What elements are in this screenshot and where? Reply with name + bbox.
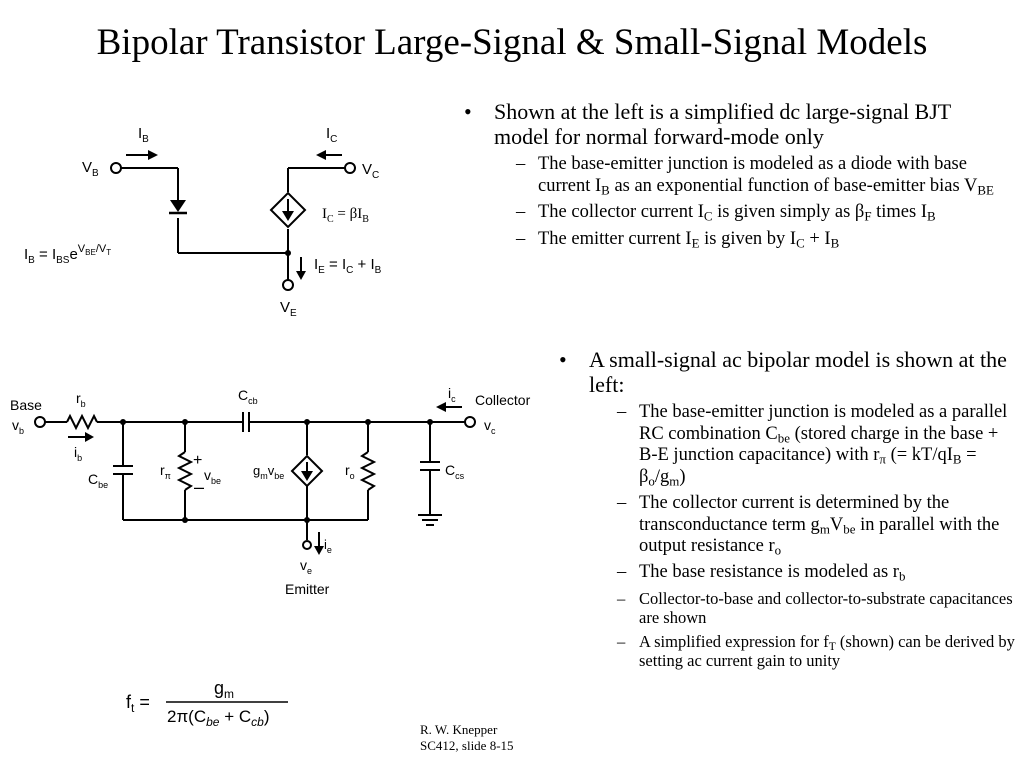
sub-bullet: A simplified expression for fT (shown) c… [617,632,1015,670]
ve-small-label: ve [300,557,312,576]
ic-small-label: ic [448,385,456,404]
ft-denominator: 2π(Cbe + Ccb) [167,707,270,729]
vb-small-label: vb [12,417,24,436]
ft-formula: ft = gm 2π(Cbe + Ccb) [126,678,288,729]
vc-label: VC [362,161,379,181]
bullet-block-ac: A small-signal ac bipolar model is shown… [559,347,1015,670]
slide-footer: R. W. Knepper SC412, slide 8-15 [420,722,514,755]
bullet-block-dc: Shown at the left is a simplified dc lar… [464,99,1010,251]
ie-small-label: ie [324,537,332,555]
rpi-label: rπ [160,462,171,481]
dc-large-signal-model-diagram: IB IC VB VC VE IC = βIB IE = IC + IB IB … [24,125,382,319]
cbe-label: Cbe [88,471,108,490]
ccs-label: Ccs [445,462,465,481]
sub-bullet: The collector current IC is given simply… [516,202,1010,224]
sub-bullet: The base resistance is modeled as rb [617,562,1015,584]
ib-label: IB [138,125,149,145]
ib-equation: IB = IBSeVBE/VT [24,243,111,266]
footer-slide-number: SC412, slide 8-15 [420,738,514,754]
rb-label: rb [76,390,86,409]
vb-label: VB [82,159,99,179]
ic-equation: IC = βIB [322,206,369,225]
sub-bullet: The collector current is determined by t… [617,493,1015,557]
ro-label: ro [345,462,355,481]
sub-bullet: The base-emitter junction is modeled as … [617,402,1015,488]
emitter-label: Emitter [285,581,330,597]
plus-sign: + [193,452,202,469]
gmvbe-label: gmvbe [253,463,284,481]
ic-label: IC [326,125,337,145]
vbe-label: vbe [204,467,221,486]
ac-small-signal-model-diagram: Base vb rb ib Ccb Collector ic vc Cbe rπ… [10,385,531,597]
base-label: Base [10,397,42,413]
minus-sign: – [194,477,204,497]
sub-bullet: The emitter current IE is given by IC + … [516,229,1010,251]
ccb-label: Ccb [238,387,258,406]
ft-numerator: gm [214,678,234,701]
vc-small-label: vc [484,417,496,436]
sub-bullet: Collector-to-base and collector-to-subst… [617,589,1015,627]
ie-equation: IE = IC + IB [314,256,382,276]
ft-lhs: ft = [126,692,150,715]
collector-label: Collector [475,392,531,408]
ve-label: VE [280,299,297,319]
ib-small-label: ib [74,444,82,463]
sub-bullet: The base-emitter junction is modeled as … [516,154,1010,197]
slide-title: Bipolar Transistor Large-Signal & Small-… [96,22,928,63]
bullet-ac-main: A small-signal ac bipolar model is shown… [559,347,1015,397]
footer-author: R. W. Knepper [420,722,498,737]
bullet-dc-main: Shown at the left is a simplified dc lar… [464,99,1010,149]
